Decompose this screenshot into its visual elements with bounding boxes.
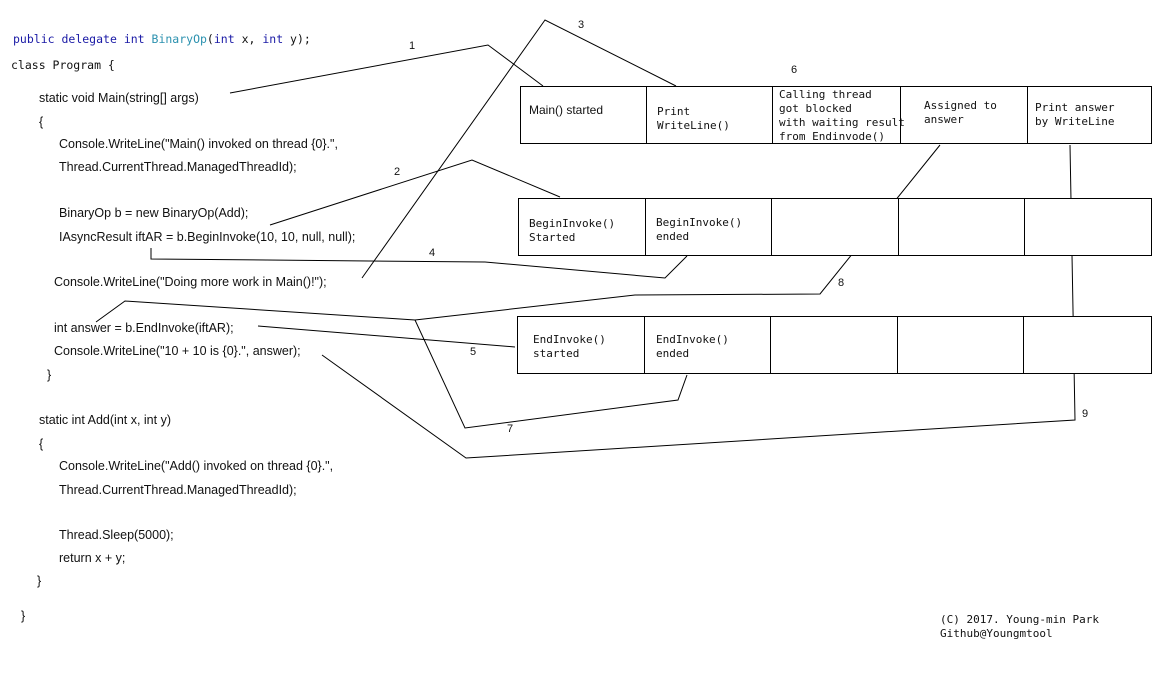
step-number-9: 9 <box>1082 408 1089 420</box>
main-open-brace: { <box>39 115 44 129</box>
add-signature: static int Add(int x, int y) <box>39 413 171 427</box>
main-writeline-cont: Thread.CurrentThread.ManagedThreadId); <box>59 160 297 174</box>
step-number-7: 7 <box>507 423 514 435</box>
step-number-6: 6 <box>791 64 798 76</box>
row3-cell-1 <box>517 316 645 374</box>
step-number-8: 8 <box>838 277 845 289</box>
row2-cell-2 <box>645 198 772 256</box>
connector-1 <box>229 44 544 94</box>
row1-cell-1 <box>520 86 647 144</box>
credit-line-2: Github@Youngmtool <box>940 627 1053 640</box>
credit-line-1: (C) 2017. Young-min Park <box>940 613 1099 626</box>
row2-cell-4 <box>898 198 1025 256</box>
connector-4 <box>150 248 688 279</box>
row1-cell-2 <box>646 86 773 144</box>
return-statement: return x + y; <box>59 551 126 565</box>
row3-cell-5 <box>1023 316 1152 374</box>
param-y: y); <box>283 32 311 46</box>
keyword-public: public <box>13 32 55 46</box>
begin-invoke-call: IAsyncResult iftAR = b.BeginInvoke(10, 1… <box>59 230 356 244</box>
keyword-int-x: int <box>213 32 235 46</box>
row2-cell-1 <box>518 198 646 256</box>
row3-cell-3 <box>770 316 898 374</box>
keyword-delegate: delegate <box>61 32 117 46</box>
main-signature: static void Main(string[] args) <box>39 91 199 105</box>
row1-label-2: Print WriteLine() <box>657 105 730 132</box>
connector-5 <box>257 325 516 348</box>
add-close-brace: } <box>37 574 42 588</box>
delegate-declaration: public delegate int BinaryOp(int x, int … <box>13 32 311 46</box>
binaryop-creation: BinaryOp b = new BinaryOp(Add); <box>59 206 249 220</box>
connector-6 <box>95 300 688 429</box>
step-number-5: 5 <box>470 346 477 358</box>
row3-cell-4 <box>897 316 1024 374</box>
row1-label-1: Main() started <box>529 103 604 117</box>
step-number-1: 1 <box>409 40 416 52</box>
print-answer-writeline: Console.WriteLine("10 + 10 is {0}.", ans… <box>54 344 301 358</box>
paren-open: ( <box>206 32 214 46</box>
step-number-2: 2 <box>394 166 401 178</box>
add-open-brace: { <box>39 437 44 451</box>
keyword-int: int <box>123 32 145 46</box>
row2-cell-3 <box>771 198 899 256</box>
add-writeline-cont: Thread.CurrentThread.ManagedThreadId); <box>59 483 297 497</box>
row3-label-2: EndInvoke() ended <box>656 333 729 360</box>
connector-2 <box>269 159 561 226</box>
main-close-brace: } <box>47 368 52 382</box>
row2-label-2: BeginInvoke() ended <box>656 216 743 243</box>
param-x: x, <box>234 32 263 46</box>
row3-label-1: EndInvoke() started <box>533 333 606 360</box>
add-writeline: Console.WriteLine("Add() invoked on thre… <box>59 459 334 473</box>
row1-cell-5 <box>1027 86 1152 144</box>
keyword-int-y: int <box>262 32 284 46</box>
class-declaration: class Program { <box>11 58 115 72</box>
step-number-4: 4 <box>429 247 436 259</box>
row2-label-1: BeginInvoke() Started <box>529 217 616 244</box>
main-writeline: Console.WriteLine("Main() invoked on thr… <box>59 137 338 151</box>
row3-cell-2 <box>644 316 771 374</box>
step-number-3: 3 <box>578 19 585 31</box>
more-work-writeline: Console.WriteLine("Doing more work in Ma… <box>54 275 327 289</box>
connector-3 <box>361 19 677 279</box>
row2-cell-5 <box>1024 198 1152 256</box>
row1-label-3: Calling thread got blocked with waiting … <box>779 88 905 143</box>
row1-label-5: Print answer by WriteLine <box>1035 101 1115 128</box>
row1-label-4: Assigned to answer <box>924 99 997 126</box>
thread-sleep: Thread.Sleep(5000); <box>59 528 174 542</box>
end-invoke-call: int answer = b.EndInvoke(iftAR); <box>54 321 234 335</box>
connector-9 <box>321 144 1076 459</box>
delegate-type-name: BinaryOp <box>151 32 207 46</box>
class-close-brace: } <box>21 609 26 623</box>
